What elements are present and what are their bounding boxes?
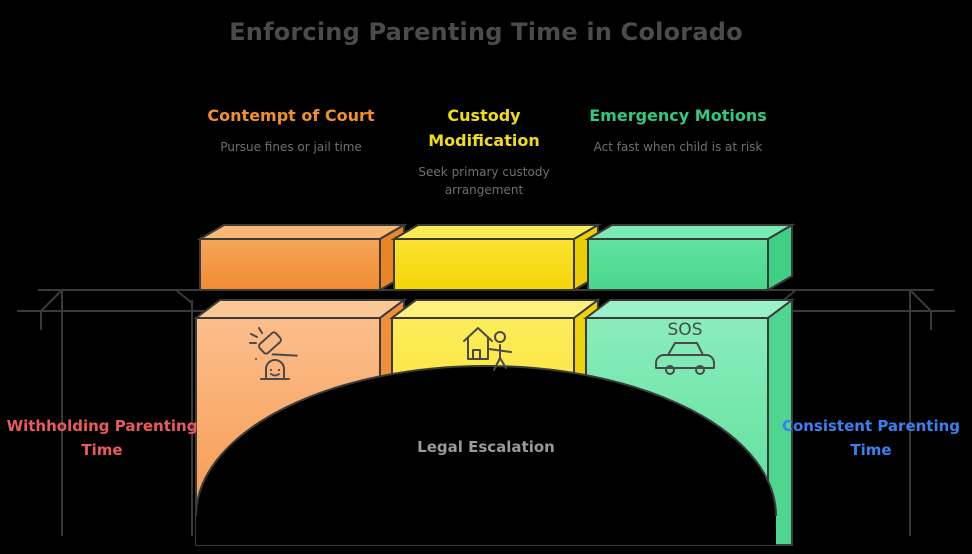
column-header-contempt: Contempt of Court Pursue fines or jail t… (196, 103, 386, 156)
gavel-icon (249, 327, 298, 380)
block-lower-contempt-front (195, 299, 381, 546)
house-child-icon (463, 327, 512, 371)
page-title: Enforcing Parenting Time in Colorado (229, 18, 743, 46)
block-lower-emergency[interactable] (583, 298, 795, 546)
column-heading: Contempt of Court (207, 106, 375, 125)
block-upper-custody-top (390, 224, 602, 240)
sos-car-icon (655, 342, 715, 375)
block-upper-contempt[interactable] (196, 223, 408, 292)
column-subtitle: Act fast when child is at risk (593, 140, 763, 154)
arch-block-row (193, 298, 795, 546)
right-state-label: Consistent Parenting Time (781, 417, 961, 459)
block-lower-emergency-top (583, 299, 795, 319)
block-lower-custody-front (391, 299, 575, 546)
column-subtitle: Seek primary custody arrangement (418, 165, 550, 197)
block-lower-emergency-side (767, 298, 793, 546)
block-lower-custody-top (389, 299, 601, 319)
column-heading: Emergency Motions (589, 106, 767, 125)
block-upper-emergency-top (584, 224, 796, 240)
column-subtitle: Pursue fines or jail time (220, 140, 362, 154)
left-state-label: Withholding Parenting Time (6, 417, 198, 459)
block-upper-emergency-side (767, 223, 793, 292)
block-upper-custody[interactable] (390, 223, 602, 292)
column-heading: Custody Modification (428, 106, 540, 150)
column-header-custody: Custody Modification Seek primary custod… (389, 103, 579, 199)
block-lower-contempt[interactable] (193, 298, 407, 546)
block-upper-contempt-top (196, 224, 408, 240)
arch-label: Legal Escalation (417, 438, 555, 456)
column-header-emergency: Emergency Motions Act fast when child is… (583, 103, 773, 156)
block-upper-emergency[interactable] (584, 223, 796, 292)
sos-text: SOS (668, 320, 703, 340)
left-ground-bevel (40, 289, 63, 312)
left-pillar-bevel (175, 289, 193, 304)
right-ground-bevel (909, 289, 932, 312)
block-lower-contempt-top (193, 299, 407, 319)
arch-outline (195, 365, 777, 517)
